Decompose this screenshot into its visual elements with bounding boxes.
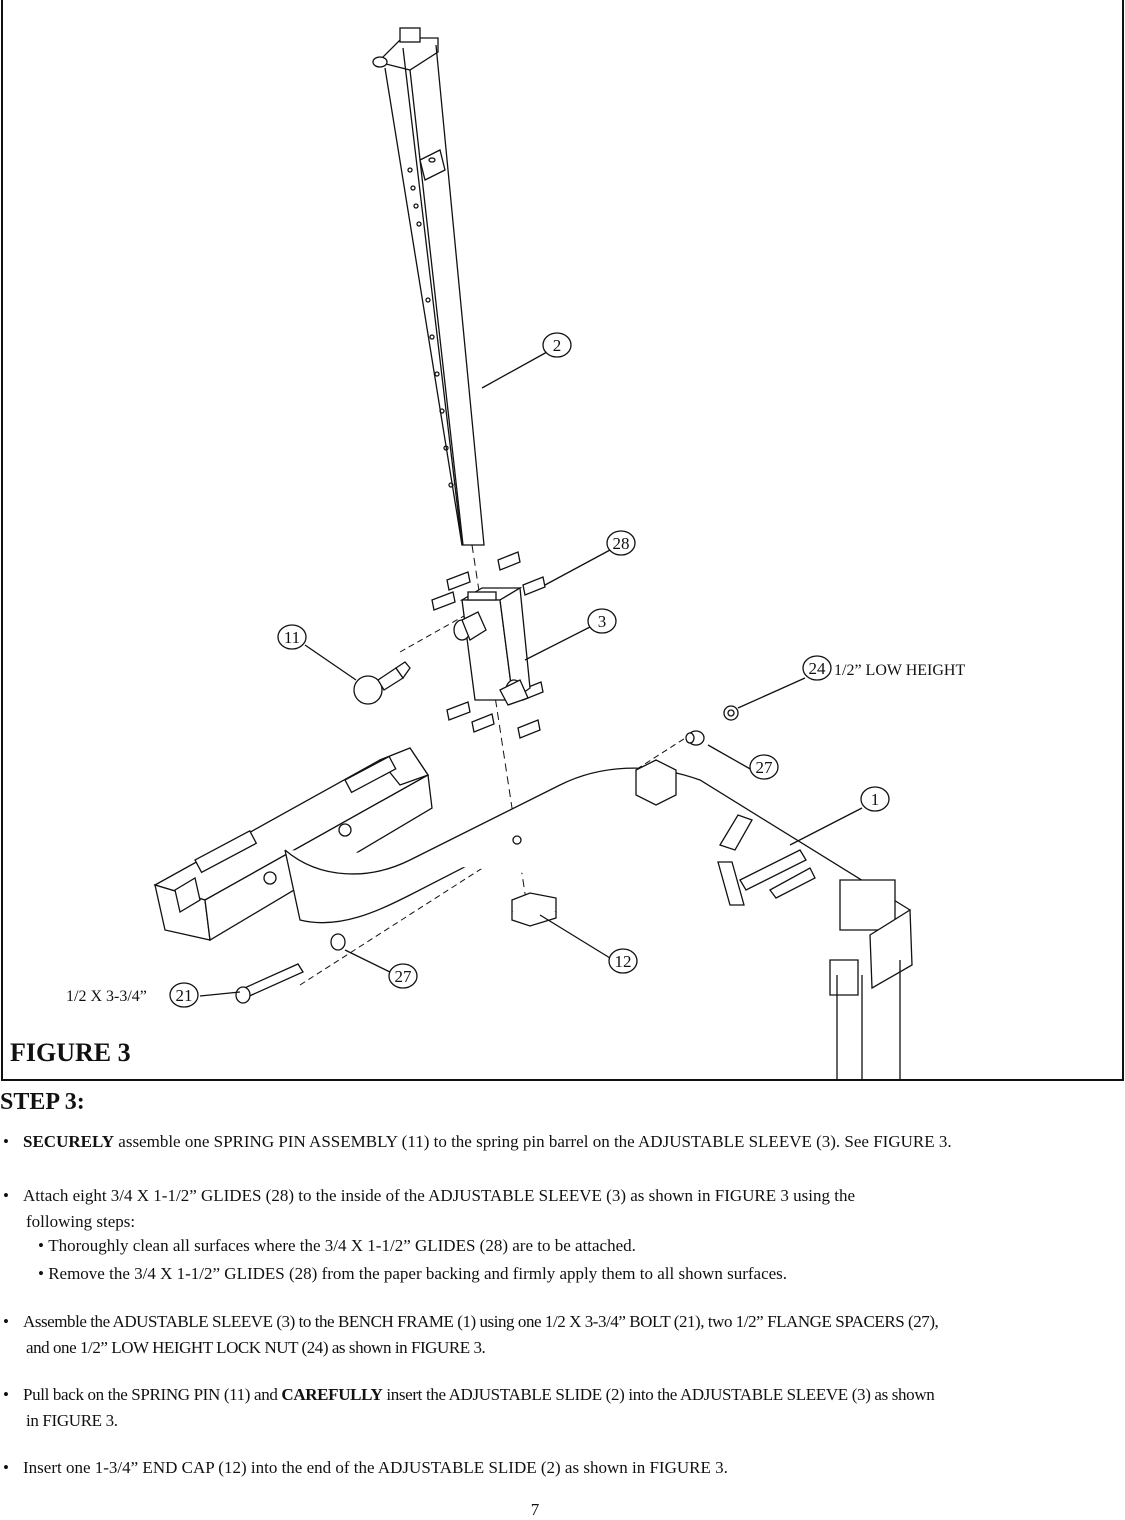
glides-part (431, 551, 546, 739)
adjustable-sleeve-part (453, 586, 531, 706)
instruction-4-text: insert the ADJUSTABLE SLIDE (2) into the… (382, 1385, 935, 1404)
svg-text:24: 24 (809, 659, 827, 678)
callout-11: 11 (277, 624, 307, 650)
leader-lines (199, 351, 863, 997)
svg-text:12: 12 (615, 952, 632, 971)
svg-text:2: 2 (553, 336, 562, 355)
instruction-5: • Insert one 1-3/4” END CAP (12) into the… (0, 1455, 1125, 1481)
svg-text:3: 3 (598, 612, 607, 631)
svg-text:11: 11 (284, 628, 300, 647)
instruction-5-text: Insert one 1-3/4” END CAP (12) into the … (23, 1458, 728, 1477)
adjustable-slide-part (372, 27, 485, 546)
instruction-2: • Attach eight 3/4 X 1-1/2” GLIDES (28) t… (0, 1183, 1125, 1235)
callout-27-upper: 27 (749, 754, 779, 780)
bolt-and-spacer-part (235, 933, 346, 1004)
instruction-2-continued: following steps: (26, 1212, 136, 1231)
figure-frame (1, 0, 1124, 1081)
bolt-size-label: 1/2 X 3-3/4” (66, 988, 147, 1005)
callout-24: 24 (802, 655, 832, 681)
step-title: STEP 3: (0, 1089, 85, 1115)
sub-step-clean: • Thoroughly clean all surfaces where th… (38, 1236, 636, 1255)
bullet: • (3, 1458, 9, 1477)
callout-3: 3 (587, 608, 617, 634)
emphasis-carefully: CAREFULLY (281, 1385, 383, 1404)
instruction-4-continued: in FIGURE 3. (26, 1411, 118, 1430)
figure-title: FIGURE 3 (10, 1038, 131, 1067)
svg-text:21: 21 (176, 986, 193, 1005)
svg-text:28: 28 (613, 534, 630, 553)
svg-text:1: 1 (871, 790, 880, 809)
svg-text:27: 27 (395, 967, 413, 986)
callout-12: 12 (608, 948, 638, 974)
bullet: • (3, 1132, 9, 1151)
instruction-4: • Pull back on the SPRING PIN (11) and CA… (0, 1382, 1125, 1434)
sub-step-apply: • Remove the 3/4 X 1-1/2” GLIDES (28) fr… (38, 1264, 788, 1283)
bullet: • (3, 1385, 9, 1404)
instruction-1: • SECURELY assemble one SPRING PIN ASSEMB… (0, 1129, 1125, 1155)
spring-pin-part (353, 661, 411, 705)
instruction-3: • Assemble the ADUSTABLE SLEEVE (3) to th… (0, 1309, 1125, 1361)
nut-and-spacer-part (685, 705, 739, 746)
bullet: • (3, 1312, 9, 1331)
lock-nut-label: 1/2” LOW HEIGHT (834, 662, 965, 679)
end-cap-part (511, 892, 557, 927)
instruction-3-text: Assemble the ADUSTABLE SLEEVE (3) to the… (23, 1312, 939, 1331)
svg-text:27: 27 (756, 758, 774, 777)
bullet: • (3, 1186, 9, 1205)
callouts: 2 28 3 11 24 27 1 12 27 21 (169, 332, 890, 1008)
callout-21: 21 (169, 982, 199, 1008)
instruction-4-pre: Pull back on the SPRING PIN (11) and (23, 1385, 282, 1404)
callout-28: 28 (606, 530, 636, 556)
instruction-1-text: assemble one SPRING PIN ASSEMBLY (11) to… (114, 1132, 952, 1151)
emphasis-securely: SECURELY (23, 1132, 115, 1151)
bench-frame-part (153, 747, 913, 1081)
instruction-2-text: Attach eight 3/4 X 1-1/2” GLIDES (28) to… (23, 1186, 856, 1205)
instruction-3-continued: and one 1/2” LOW HEIGHT LOCK NUT (24) as… (26, 1338, 486, 1357)
page-number: 7 (530, 1500, 540, 1519)
callout-2: 2 (542, 332, 572, 358)
callout-27-lower: 27 (388, 963, 418, 989)
assembly-diagram: 2 28 3 11 24 27 1 12 27 21 1/2” LOW HEIG… (66, 27, 965, 1081)
callout-1: 1 (860, 786, 890, 812)
